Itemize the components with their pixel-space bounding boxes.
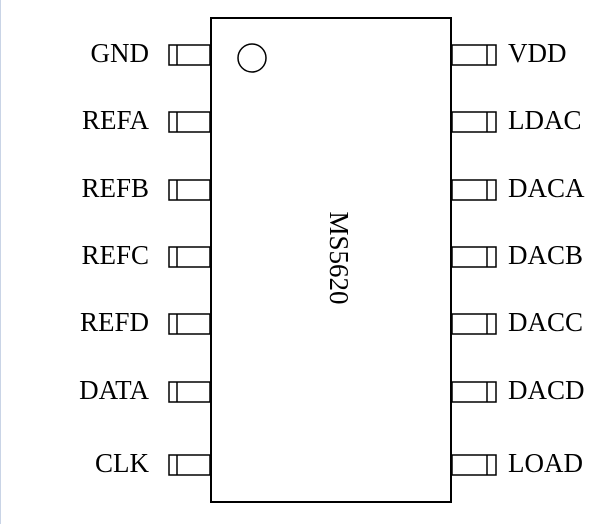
right-pin-2-label: LDAC <box>508 105 582 135</box>
right-pin-3-lead <box>451 179 497 201</box>
pin1-marker-circle <box>237 43 267 73</box>
chip-part-number: MS5620 <box>324 211 354 304</box>
left-pin-3-lead <box>168 179 211 201</box>
left-pin-6-label: DATA <box>79 375 149 405</box>
left-pin-5-lead <box>168 313 211 335</box>
left-pin-5-label: REFD <box>80 307 149 337</box>
left-pin-7-lead <box>168 454 211 476</box>
left-pin-2-lead <box>168 111 211 133</box>
left-pin-7-label: CLK <box>95 448 150 478</box>
right-pin-6-label: DACD <box>508 375 585 405</box>
left-pin-4-label: REFC <box>81 240 149 270</box>
left-pin-1-lead <box>168 44 211 66</box>
left-border-line <box>0 0 1 524</box>
left-pin-6-lead <box>168 381 211 403</box>
right-pin-1-label: VDD <box>508 38 567 68</box>
right-pin-2-lead <box>451 111 497 133</box>
right-pin-4-lead <box>451 246 497 268</box>
left-pin-1-label: GND <box>91 38 150 68</box>
left-pins: GND REFA REFB REFC REFD DATA CLK <box>79 38 211 478</box>
right-pin-7-label: LOAD <box>508 448 583 478</box>
right-pin-3-label: DACA <box>508 173 585 203</box>
right-pin-6-lead <box>451 381 497 403</box>
right-pins: VDD LDAC DACA DACB DACC DACD LOAD <box>451 38 585 478</box>
left-pin-3-label: REFB <box>81 173 149 203</box>
right-pin-5-label: DACC <box>508 307 583 337</box>
right-pin-1-lead <box>451 44 497 66</box>
right-pin-4-label: DACB <box>508 240 583 270</box>
right-pin-7-lead <box>451 454 497 476</box>
right-pin-5-lead <box>451 313 497 335</box>
left-pin-4-lead <box>168 246 211 268</box>
chip-body <box>210 17 452 503</box>
left-pin-2-label: REFA <box>82 105 150 135</box>
